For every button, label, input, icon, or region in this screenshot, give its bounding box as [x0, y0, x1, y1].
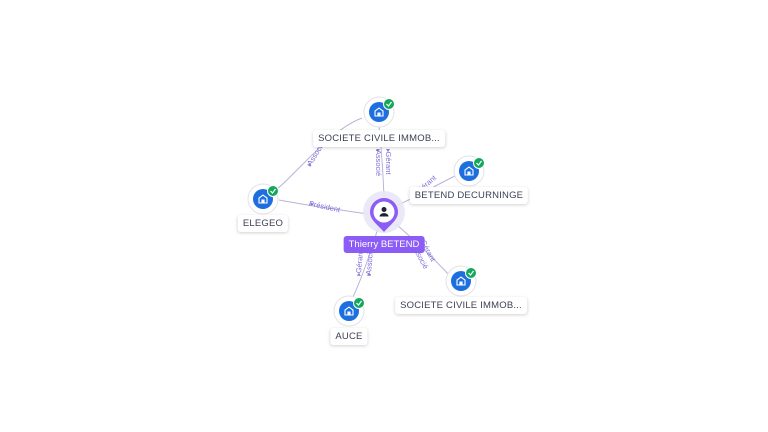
building-door	[261, 199, 265, 203]
check-icon	[473, 157, 485, 169]
check-icon	[267, 185, 279, 197]
building-door	[459, 281, 463, 285]
node-label-sci-top[interactable]: SOCIETE CIVILE IMMOB...	[313, 130, 445, 147]
node-label-sci-bottom[interactable]: SOCIETE CIVILE IMMOB...	[395, 297, 527, 314]
edge-elegeo: Président	[278, 199, 369, 215]
edge-label: Associé	[374, 150, 383, 176]
building-door	[377, 112, 381, 116]
edge-sci-top-from-elegeo: Associé	[275, 117, 363, 191]
building-icon	[374, 107, 384, 117]
building-icon	[344, 306, 354, 316]
building-door	[347, 311, 351, 315]
node-betend-decurninge[interactable]	[453, 155, 485, 187]
node-label-elegeo[interactable]: ELEGEO	[237, 215, 289, 232]
edge-label: Gérant	[384, 152, 393, 176]
node-center-person[interactable]	[363, 191, 405, 233]
edge-arrow-icon	[386, 149, 390, 152]
building-icon	[456, 276, 466, 286]
edge-line	[395, 223, 450, 276]
edge-arrow-icon	[366, 272, 371, 276]
edge-line	[352, 227, 379, 298]
node-elegeo[interactable]	[247, 183, 279, 215]
edge-label: Président	[308, 199, 342, 215]
building-door	[467, 171, 471, 175]
check-icon	[383, 98, 395, 110]
node-sci-top[interactable]	[363, 96, 395, 128]
check-icon	[353, 297, 365, 309]
edge-label: Associé	[364, 248, 375, 275]
node-auce[interactable]	[333, 295, 365, 327]
edge-line	[275, 117, 363, 191]
edge-arrow-icon	[356, 272, 361, 276]
node-sci-bottom[interactable]	[445, 265, 477, 297]
check-icon	[465, 267, 477, 279]
edge-arrow-icon	[376, 149, 380, 152]
node-label-auce[interactable]: AUCE	[330, 328, 368, 345]
person-icon	[379, 207, 389, 217]
edge-label: Gérant	[354, 249, 365, 274]
building-icon	[258, 194, 268, 204]
building-icon	[464, 166, 474, 176]
nodes-layer	[247, 96, 485, 327]
edge-arrow-icon	[307, 163, 311, 167]
node-label-center-person[interactable]: Thierry BETEND	[343, 236, 425, 253]
edge-line	[278, 199, 369, 215]
edge-arrow-icon	[310, 202, 314, 207]
node-label-betend-decurninge[interactable]: BETEND DECURNINGE	[409, 187, 529, 204]
